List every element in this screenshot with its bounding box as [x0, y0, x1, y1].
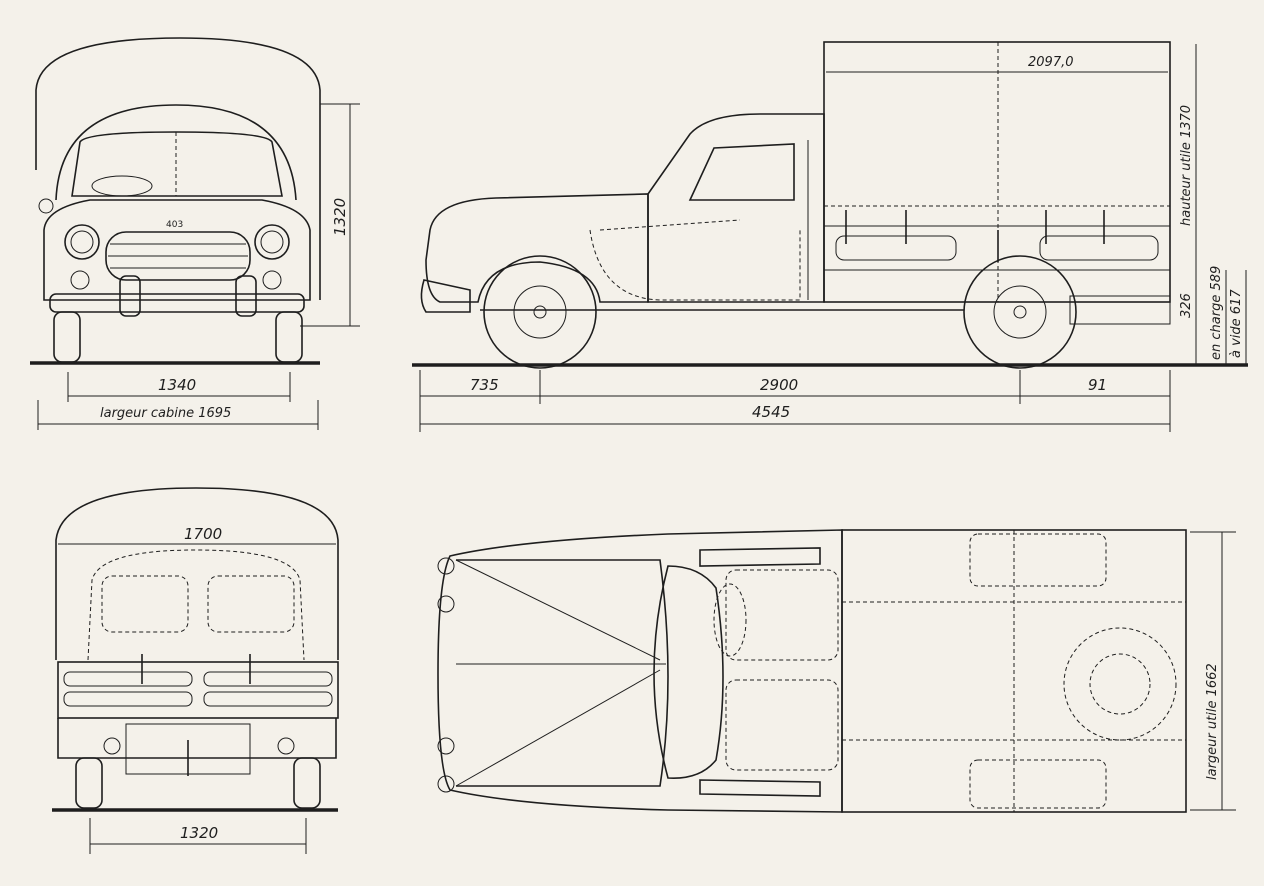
rear-view: 1700 1320 — [52, 487, 339, 854]
wheelbase-label: 2900 — [760, 376, 798, 394]
top-view: largeur utile 1662 — [437, 529, 1236, 813]
overall-length-label: 4545 — [752, 403, 790, 421]
front-overhang-label: 735 — [470, 376, 499, 394]
front-track-label: 1340 — [158, 376, 196, 394]
side-view: 2097,0 hauteur utile 1370 3 — [412, 41, 1248, 432]
cab-width-label: largeur cabine 1695 — [100, 406, 231, 421]
body-length-label: 2097,0 — [1028, 55, 1074, 70]
rear-overhang-label: 91 — [1088, 376, 1107, 394]
front-view: 403 1320 1340 largeur c — [30, 37, 360, 430]
height-empty-label: à vide 617 — [1229, 289, 1244, 358]
rear-track-label: 1320 — [180, 824, 218, 842]
model-badge: 403 — [166, 220, 183, 230]
front-height-label: 1320 — [331, 198, 349, 236]
usable-width-label: largeur utile 1662 — [1205, 663, 1220, 780]
floor-height-label: 326 — [1179, 293, 1194, 318]
rear-width-label: 1700 — [184, 525, 222, 543]
usable-height-label: hauteur utile 1370 — [1179, 105, 1194, 226]
height-loaded-label: en charge 589 — [1209, 266, 1224, 360]
